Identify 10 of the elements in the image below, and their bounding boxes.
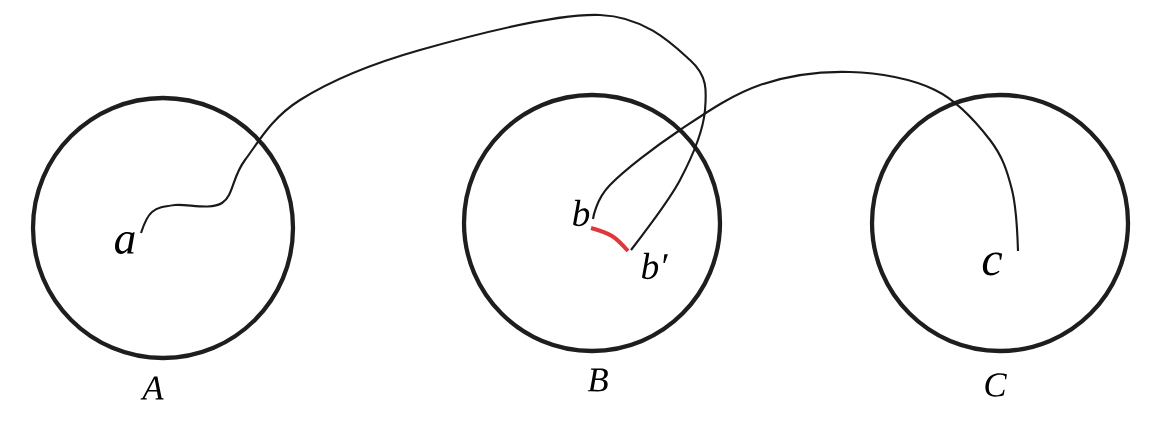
point-label: b [573,199,590,227]
point-label: c [982,252,1003,276]
curve [590,226,630,253]
point-label: a [115,232,135,254]
curve [140,13,707,251]
circle-label: B [587,368,608,392]
circle-label: A [140,376,164,400]
circle-label: C [985,373,1007,397]
point-label: b′ [641,252,668,280]
curve [591,70,1020,252]
